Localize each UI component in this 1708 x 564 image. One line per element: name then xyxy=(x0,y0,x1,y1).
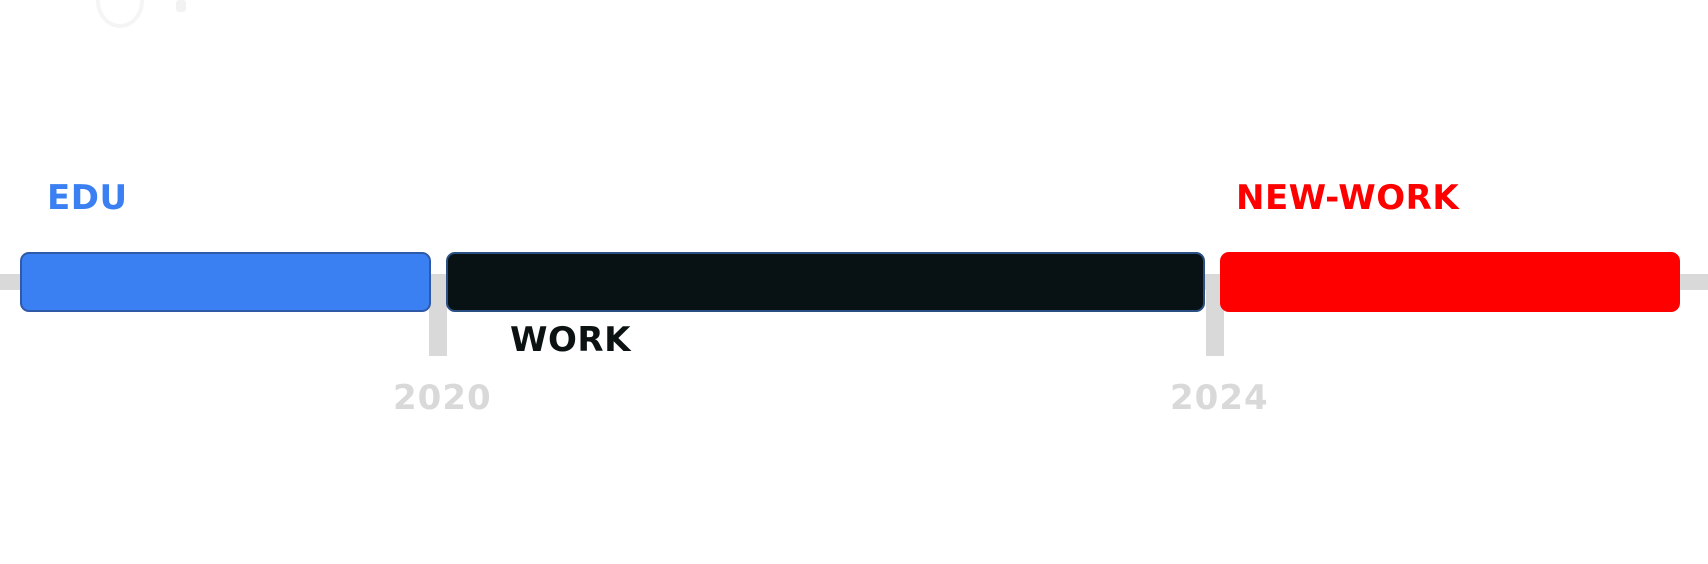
segment-label-edu: EDU xyxy=(47,178,128,218)
faint-corner-mark xyxy=(96,0,144,28)
segment-bar-edu xyxy=(20,252,431,312)
faint-corner-dot xyxy=(176,0,186,12)
axis-tick-2020 xyxy=(429,274,447,356)
segment-label-work: WORK xyxy=(510,320,631,360)
axis-tick-label-2024: 2024 xyxy=(1170,378,1269,418)
axis-tick-label-2020: 2020 xyxy=(393,378,492,418)
segment-bar-new-work xyxy=(1220,252,1680,312)
segment-label-new-work: NEW-WORK xyxy=(1236,178,1460,218)
segment-bar-work xyxy=(446,252,1205,312)
axis-tick-2024 xyxy=(1206,274,1224,356)
